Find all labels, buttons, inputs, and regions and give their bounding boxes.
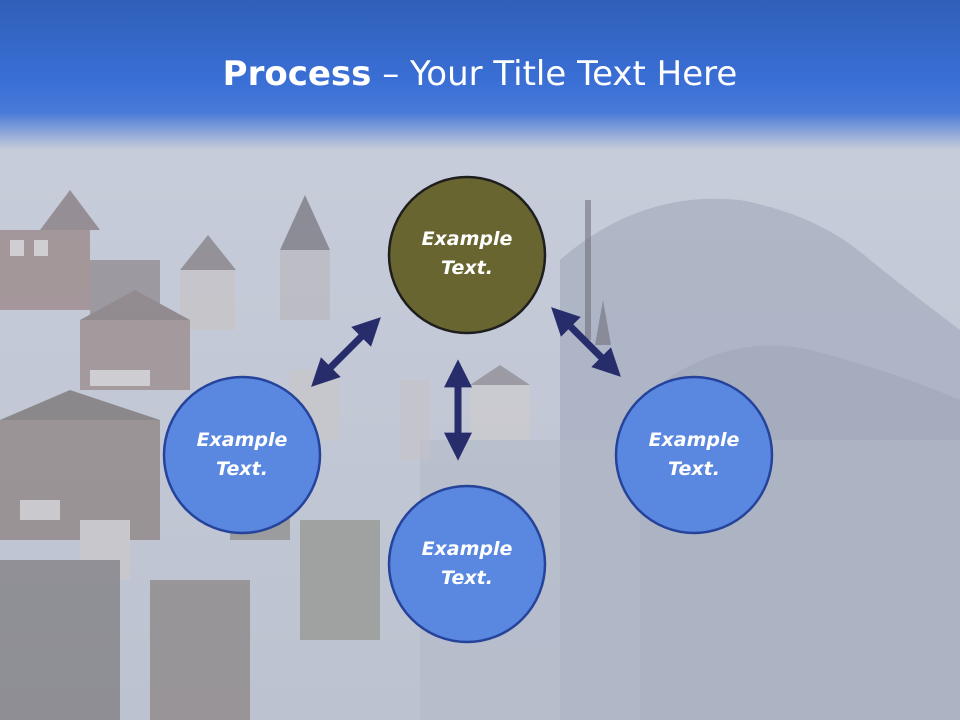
node-left-circle[interactable]	[162, 375, 322, 535]
connector-top-right	[551, 307, 621, 377]
node-right-circle[interactable]	[614, 375, 774, 535]
node-bottom-circle[interactable]	[387, 484, 547, 644]
node-right-label: Example Text.	[616, 426, 772, 484]
node-left-line1: Example	[196, 429, 288, 451]
node-bottom-line2: Text.	[441, 567, 493, 589]
node-bottom-label: Example Text.	[389, 535, 545, 593]
node-top-line1: Example	[421, 228, 513, 250]
slide-title: Process – Your Title Text Here	[0, 54, 960, 94]
title-bold: Process	[222, 54, 372, 94]
node-top-circle[interactable]	[387, 175, 547, 335]
node-right-line1: Example	[648, 429, 740, 451]
node-bottom-line1: Example	[421, 538, 513, 560]
title-rest: Your Title Text Here	[410, 54, 738, 94]
node-left-label: Example Text.	[164, 426, 320, 484]
node-left-line2: Text.	[216, 458, 268, 480]
node-right-line2: Text.	[668, 458, 720, 480]
node-top-label: Example Text.	[389, 225, 545, 283]
title-dash: –	[371, 54, 411, 94]
node-top-line2: Text.	[441, 257, 493, 279]
connector-top-left	[311, 317, 381, 387]
title-bar	[0, 0, 960, 150]
